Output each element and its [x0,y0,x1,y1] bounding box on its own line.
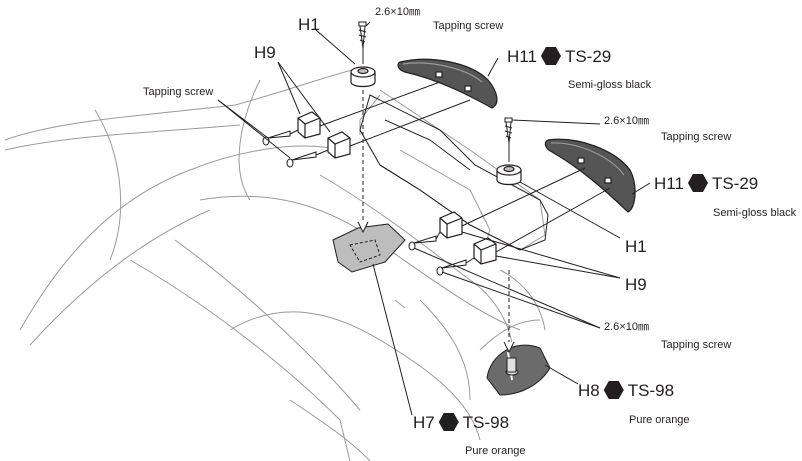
paint-name-h11-right: Semi-gloss black [713,207,797,219]
label-screw-name-bottom: Tapping screw [661,339,732,351]
label-h1-top: H1 [298,15,320,34]
h9-right-part-2 [473,237,497,265]
label-screw-name-left: Tapping screw [143,86,214,98]
screw-top-1 [358,21,367,49]
paint-code-h11-top: TS-29 [564,46,612,66]
h11-right-part [544,138,636,213]
label-screw-size-mid: 2.6×10㎜ [604,115,649,127]
label-h11-top: H11 [507,46,537,66]
h9-left-part-2 [327,131,351,159]
paint-hex-icon [687,174,708,192]
paint-code-h11-right: TS-29 [711,173,759,193]
h1-right-part [496,164,522,186]
h9-left-part-1 [297,111,321,139]
label-h9-left: H9 [254,43,276,62]
paint-code-h7: TS-98 [462,412,510,432]
paint-hex-icon [540,47,561,65]
paint-callout-h7: H7 TS-98 [413,413,509,431]
paint-callout-h8: H8 TS-98 [578,381,674,399]
h11-top-part [397,58,498,109]
paint-callout-h11-top: H11 TS-29 [507,47,611,65]
label-screw-size-top: 2.6×10㎜ [375,6,420,18]
screw-left-2 [286,151,317,168]
paint-hex-icon [438,413,459,431]
screw-top-2 [504,117,513,144]
assembly-lines [217,21,651,416]
label-h1-right: H1 [625,237,647,256]
label-screw-size-bottom: 2.6×10㎜ [604,321,649,333]
h8-part [486,344,551,396]
paint-hex-icon [603,381,624,399]
h7-part [332,223,406,273]
paint-callout-h11-right: H11 TS-29 [654,174,758,192]
label-screw-name-mid: Tapping screw [661,131,732,143]
label-h8: H8 [578,380,600,400]
screw-right-2 [436,259,467,276]
paint-name-h8: Pure orange [629,414,690,426]
paint-name-h7: Pure orange [465,445,526,457]
screw-right-1 [408,235,437,251]
screw-left-1 [262,130,291,146]
label-h7: H7 [413,412,435,432]
label-h11-right: H11 [654,173,684,193]
label-screw-name-top: Tapping screw [433,20,504,32]
h1-top-part [350,66,376,88]
paint-name-h11-top: Semi-gloss black [568,79,652,91]
label-h9-right: H9 [625,275,647,294]
paint-code-h8: TS-98 [627,380,675,400]
h9-right-part-1 [439,211,463,239]
